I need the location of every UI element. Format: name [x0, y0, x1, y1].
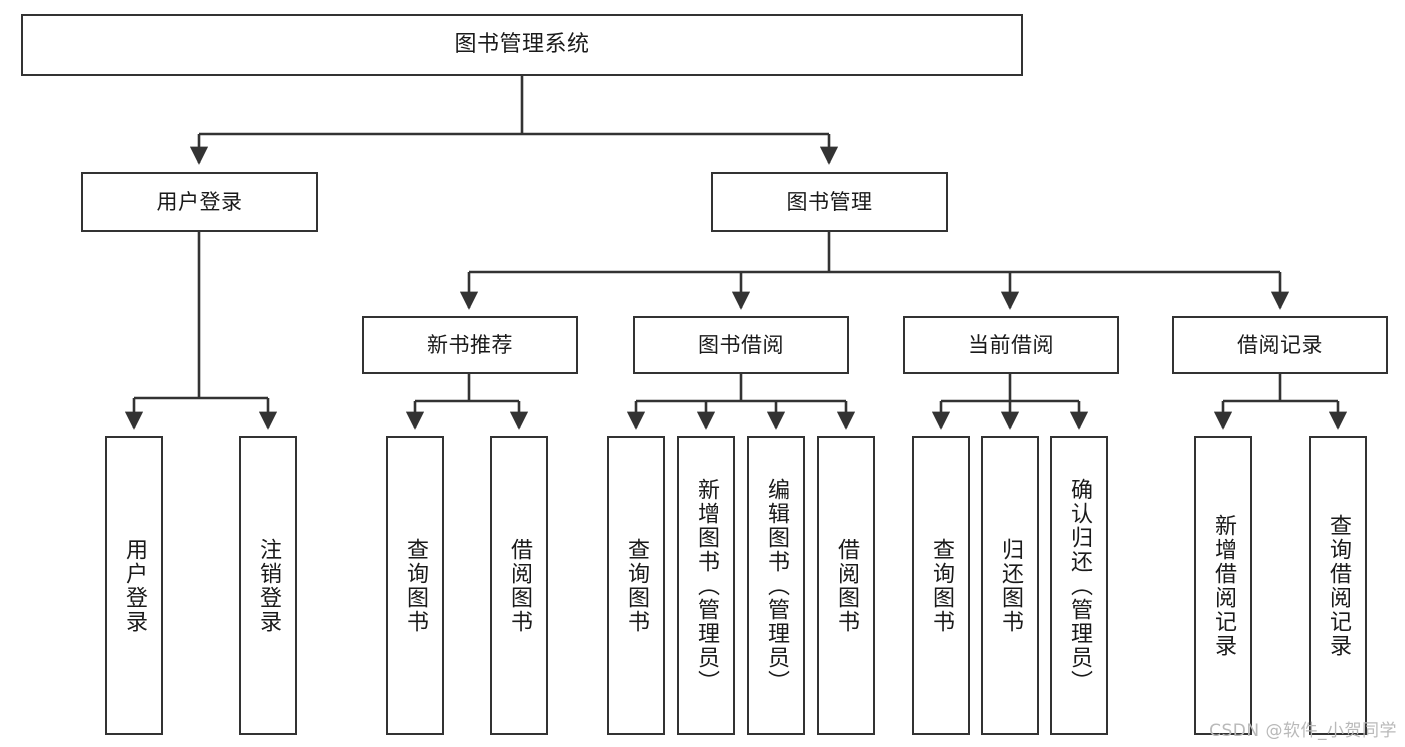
node-leaf-query-book-2-label: 查询图书: [623, 537, 649, 634]
node-leaf-query-book-3[interactable]: 查询图书: [912, 436, 970, 735]
node-leaf-user-login[interactable]: 用户登录: [105, 436, 163, 735]
node-leaf-query-book-1-label: 查询图书: [402, 537, 428, 634]
node-book-borrow[interactable]: 图书借阅: [633, 316, 849, 374]
node-current-borrow-label: 当前借阅: [968, 332, 1054, 357]
node-new-book-rec[interactable]: 新书推荐: [362, 316, 578, 374]
node-book-manage-label: 图书管理: [786, 189, 873, 214]
node-leaf-query-record[interactable]: 查询借阅记录: [1309, 436, 1367, 735]
node-leaf-query-book-1[interactable]: 查询图书: [386, 436, 444, 735]
node-new-book-rec-label: 新书推荐: [427, 332, 513, 357]
node-leaf-user-login-label: 用户登录: [121, 537, 147, 634]
node-leaf-edit-book-label: 编辑图书（管理员）: [763, 477, 789, 694]
node-leaf-borrow-book-1[interactable]: 借阅图书: [490, 436, 548, 735]
csdn-watermark: CSDN @软件_小贺同学: [1209, 721, 1397, 741]
node-leaf-borrow-book-1-label: 借阅图书: [506, 537, 532, 634]
node-leaf-confirm-return-label: 确认归还（管理员）: [1066, 477, 1092, 694]
node-leaf-edit-book[interactable]: 编辑图书（管理员）: [747, 436, 805, 735]
node-leaf-add-book[interactable]: 新增图书（管理员）: [677, 436, 735, 735]
node-leaf-query-book-3-label: 查询图书: [928, 537, 954, 634]
node-user-login[interactable]: 用户登录: [81, 172, 318, 232]
node-leaf-add-record[interactable]: 新增借阅记录: [1194, 436, 1252, 735]
node-current-borrow[interactable]: 当前借阅: [903, 316, 1119, 374]
node-root[interactable]: 图书管理系统: [21, 14, 1023, 76]
node-leaf-logout[interactable]: 注销登录: [239, 436, 297, 735]
node-leaf-return-book[interactable]: 归还图书: [981, 436, 1039, 735]
node-leaf-add-book-label: 新增图书（管理员）: [693, 477, 719, 694]
node-borrow-record[interactable]: 借阅记录: [1172, 316, 1388, 374]
node-leaf-query-record-label: 查询借阅记录: [1325, 513, 1351, 658]
node-leaf-logout-label: 注销登录: [255, 537, 281, 634]
node-book-manage[interactable]: 图书管理: [711, 172, 948, 232]
node-leaf-confirm-return[interactable]: 确认归还（管理员）: [1050, 436, 1108, 735]
node-leaf-add-record-label: 新增借阅记录: [1210, 513, 1236, 658]
node-book-borrow-label: 图书借阅: [698, 332, 784, 357]
node-leaf-borrow-book-2-label: 借阅图书: [833, 537, 859, 634]
node-borrow-record-label: 借阅记录: [1237, 332, 1323, 357]
node-user-login-label: 用户登录: [156, 189, 243, 214]
node-leaf-return-book-label: 归还图书: [997, 537, 1023, 634]
node-root-label: 图书管理系统: [454, 32, 590, 58]
node-leaf-borrow-book-2[interactable]: 借阅图书: [817, 436, 875, 735]
node-leaf-query-book-2[interactable]: 查询图书: [607, 436, 665, 735]
